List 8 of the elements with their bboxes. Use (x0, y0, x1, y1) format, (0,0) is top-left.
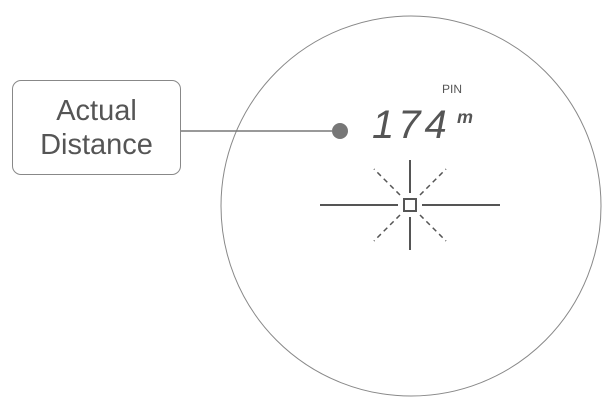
unit-label: m (457, 108, 474, 126)
distance-readout: 174 (372, 105, 451, 145)
leader-line (181, 130, 332, 132)
callout-label: Actual Distance (39, 94, 154, 162)
viewfinder-circle (220, 15, 602, 397)
pointer-dot (332, 123, 348, 139)
callout-box (12, 80, 181, 175)
mode-label: PIN (442, 83, 462, 95)
